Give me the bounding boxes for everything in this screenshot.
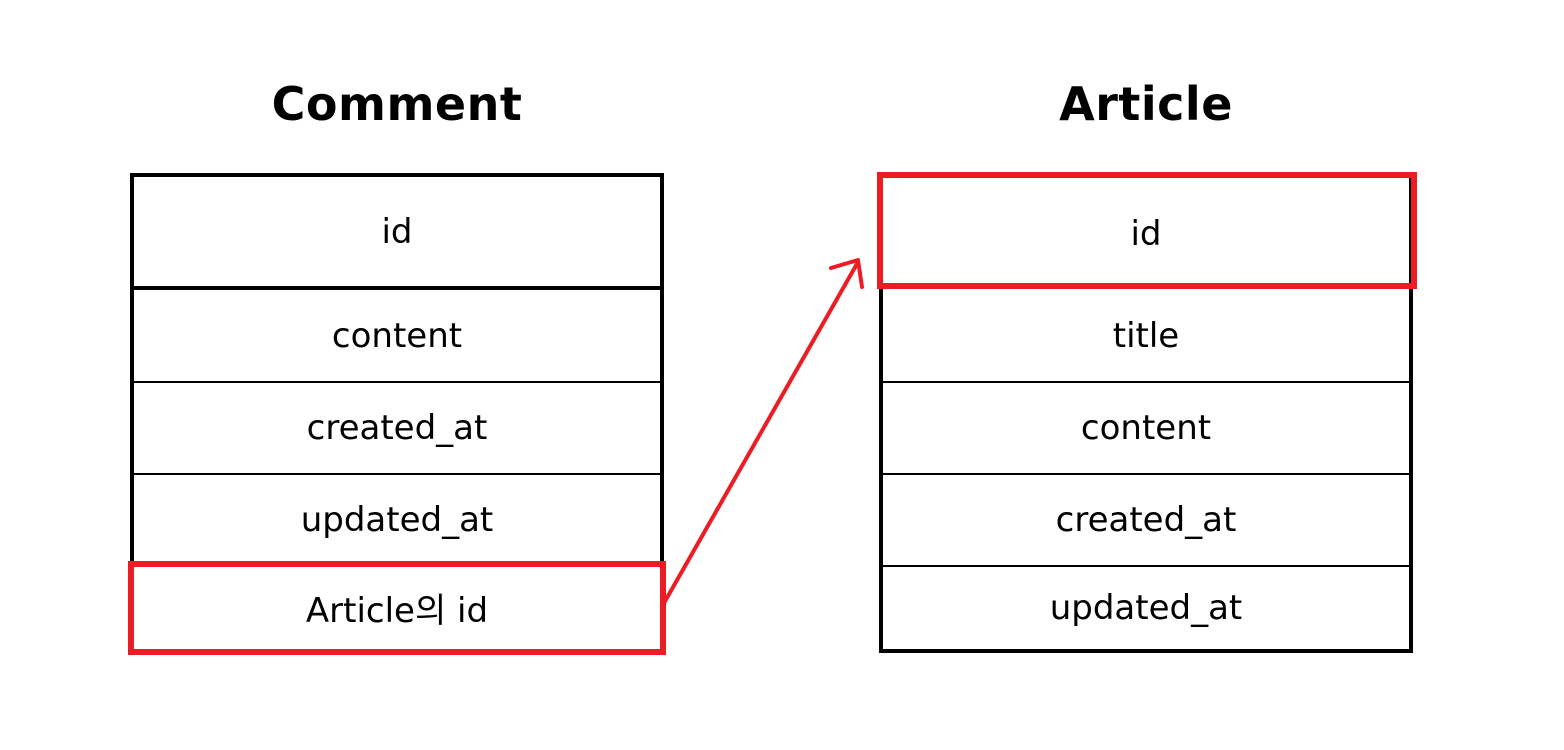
comment-table: id content created_at updated_at Article…	[130, 173, 664, 653]
field-label: created_at	[306, 408, 488, 448]
article-field-updated-at: updated_at	[883, 567, 1409, 649]
comment-field-updated-at: updated_at	[134, 475, 660, 565]
field-label: updated_at	[300, 500, 494, 540]
article-entity-title: Article	[1059, 77, 1233, 131]
field-label: updated_at	[1049, 588, 1243, 628]
article-field-content: content	[883, 383, 1409, 475]
comment-field-article-id: Article의 id	[134, 565, 660, 649]
comment-field-content: content	[134, 290, 660, 383]
arrow-head-icon	[829, 258, 864, 289]
article-field-created-at: created_at	[883, 475, 1409, 567]
comment-field-created-at: created_at	[134, 383, 660, 475]
article-table: id title content created_at updated_at	[879, 173, 1413, 653]
comment-field-id: id	[134, 177, 660, 290]
article-field-title: title	[883, 290, 1409, 383]
article-field-id: id	[883, 177, 1409, 290]
arrow-shaft	[662, 260, 860, 605]
field-label: Article의 id	[305, 590, 489, 631]
field-label: id	[381, 211, 413, 252]
comment-entity-title: Comment	[271, 77, 523, 131]
field-label: content	[1080, 408, 1212, 448]
field-label: content	[331, 315, 463, 356]
field-label: title	[1112, 315, 1180, 356]
field-label: created_at	[1055, 500, 1237, 540]
field-label: id	[1130, 213, 1162, 254]
